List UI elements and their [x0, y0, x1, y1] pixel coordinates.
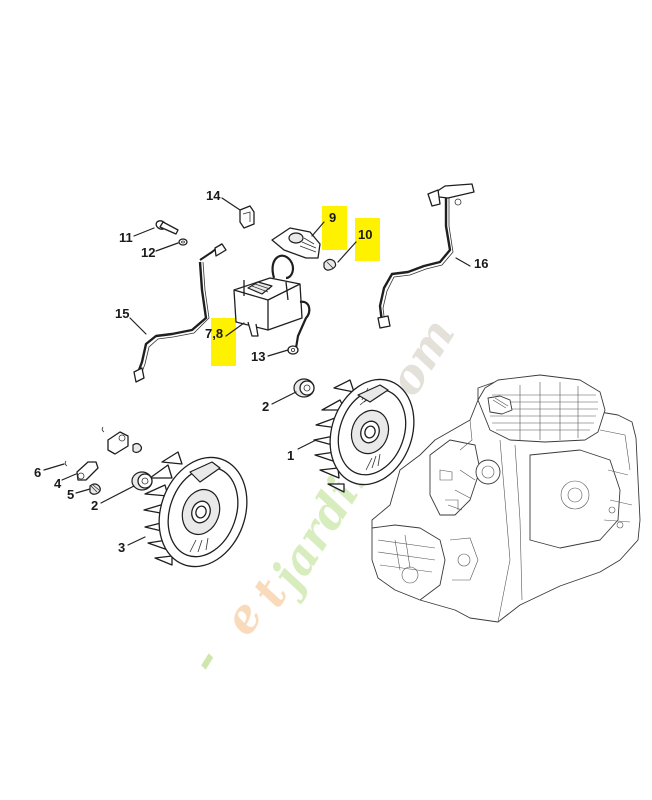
flywheel-3 — [143, 451, 248, 568]
pawl-upper — [101, 426, 143, 455]
nut-2-lower — [131, 471, 153, 491]
spark-plug-boot — [271, 227, 321, 259]
pawl-4 — [64, 460, 99, 481]
callout-5: 5 — [67, 487, 75, 502]
callout-6: 6 — [34, 465, 42, 480]
leader-lines — [43, 197, 471, 546]
wiring-harness-15 — [133, 243, 227, 383]
callout-14: 14 — [206, 188, 221, 203]
wiring-harness-16 — [377, 183, 475, 329]
callout-4: 4 — [54, 476, 62, 491]
callout-3: 3 — [118, 540, 126, 555]
short-circuit-wire-13 — [287, 300, 311, 355]
callout-2-lower: 2 — [91, 498, 99, 513]
callout-11: 11 — [119, 230, 133, 245]
nut-2-upper — [293, 378, 315, 398]
spring-5 — [89, 483, 101, 495]
callout-10: 10 — [358, 227, 373, 242]
washer-12 — [178, 238, 188, 246]
highlight-box-10 — [355, 218, 380, 261]
flywheel-1 — [313, 378, 415, 493]
highlight-box-7-8 — [211, 318, 236, 366]
callout-1: 1 — [287, 448, 295, 463]
callout-13: 13 — [251, 349, 266, 364]
ignition-module — [233, 254, 303, 337]
callout-2-upper: 2 — [262, 399, 270, 414]
callout-15: 15 — [115, 306, 130, 321]
callout-16: 16 — [474, 256, 489, 271]
engine-block — [371, 374, 641, 623]
leg-spring — [323, 258, 337, 271]
callout-12: 12 — [141, 245, 156, 260]
screw-11 — [155, 220, 179, 235]
callout-9: 9 — [329, 210, 337, 225]
callout-7-8: 7,8 — [205, 326, 224, 341]
clip-14 — [239, 205, 255, 229]
highlight-box-9 — [322, 206, 347, 250]
